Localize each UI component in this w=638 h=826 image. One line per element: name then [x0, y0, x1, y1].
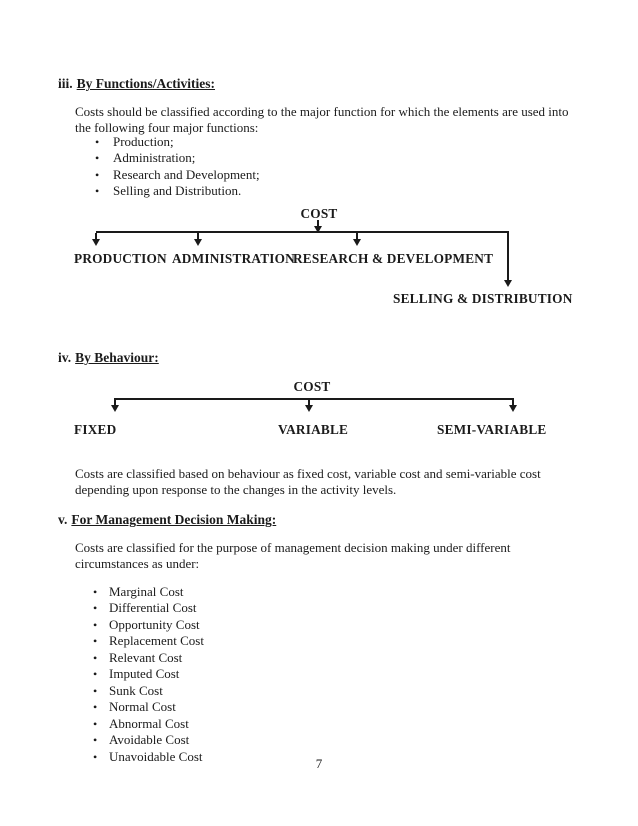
list-item: • Unavoidable Cost: [93, 749, 204, 765]
bullet-icon: •: [95, 167, 100, 182]
diagram1-branch-administration: ADMINISTRATION: [172, 251, 295, 266]
section-numeral-v: v.: [58, 512, 68, 527]
list-item-label: Avoidable Cost: [109, 732, 190, 748]
list-item: • Production;: [95, 134, 260, 150]
bullet-icon: •: [93, 617, 98, 632]
section-heading-behaviour: iv.By Behaviour:: [58, 350, 159, 366]
list-item-label: Marginal Cost: [109, 584, 184, 599]
list-item: • Relevant Cost: [93, 650, 204, 666]
page-number: 7: [315, 756, 323, 771]
list-item: • Differential Cost: [93, 600, 204, 616]
decision-bullet-list: • Marginal Cost • Differential Cost • Oppor…: [93, 584, 204, 765]
arrow-down-icon: [305, 405, 313, 412]
bullet-icon: •: [93, 585, 98, 599]
list-item-label: Imputed Cost: [109, 666, 180, 682]
list-item-label: Sunk Cost: [109, 682, 163, 698]
bullet-icon: •: [93, 650, 98, 665]
list-item-label: Relevant Cost: [109, 649, 183, 665]
bullet-icon: •: [95, 151, 100, 166]
bullet-icon: •: [93, 634, 98, 649]
paragraph-line: depending upon response to the changes i…: [75, 481, 397, 497]
list-item: • Sunk Cost: [93, 683, 204, 699]
bullet-icon: •: [93, 601, 98, 616]
list-item: • Abnormal Cost: [93, 716, 204, 732]
section-numeral-iv: iv.: [58, 350, 72, 365]
list-item: • Avoidable Cost: [93, 732, 204, 748]
diagram2-branch-line: [114, 398, 514, 400]
diagram2-connector: [114, 400, 116, 406]
list-item-label: Differential Cost: [109, 600, 197, 616]
arrow-down-icon: [504, 280, 512, 287]
bullet-icon: •: [93, 700, 98, 715]
diagram1-root-connector: [317, 220, 319, 227]
diagram2-branch-fixed: FIXED: [74, 422, 117, 437]
section-heading-decision: v.For Management Decision Making:: [58, 512, 276, 528]
list-item-label: Administration;: [113, 150, 196, 166]
diagram1-connector: [356, 233, 358, 240]
paragraph-line: Costs are classified based on behaviour …: [75, 466, 541, 481]
list-item: • Selling and Distribution.: [95, 183, 260, 199]
diagram1-branch-selling: SELLING & DISTRIBUTION: [393, 291, 573, 306]
list-item-label: Research and Development;: [113, 166, 260, 182]
list-item-label: Production;: [113, 134, 174, 149]
list-item-label: Unavoidable Cost: [109, 748, 203, 764]
diagram2-connector: [512, 400, 514, 406]
diagram1-connector: [197, 233, 199, 240]
list-item: • Research and Development;: [95, 167, 260, 183]
paragraph-line: circumstances as under:: [75, 555, 200, 571]
list-item-label: Opportunity Cost: [109, 616, 200, 632]
arrow-down-icon: [314, 226, 322, 233]
section-heading-functions: iii.By Functions/Activities:: [58, 76, 215, 92]
list-item: • Administration;: [95, 150, 260, 166]
list-item-label: Replacement Cost: [109, 633, 204, 649]
list-item-label: Normal Cost: [109, 699, 176, 715]
section-numeral-iii: iii.: [58, 76, 73, 91]
arrow-down-icon: [92, 239, 100, 246]
list-item: • Replacement Cost: [93, 633, 204, 649]
arrow-down-icon: [194, 239, 202, 246]
diagram2-branch-semivariable: SEMI-VARIABLE: [437, 422, 547, 437]
section-title-behaviour: By Behaviour:: [75, 350, 159, 365]
bullet-icon: •: [93, 683, 98, 698]
bullet-icon: •: [95, 135, 100, 149]
diagram1-connector-long: [507, 231, 509, 281]
arrow-down-icon: [353, 239, 361, 246]
diagram1-connector: [95, 233, 97, 240]
paragraph-line: the following four major functions:: [75, 119, 259, 135]
list-item: • Opportunity Cost: [93, 617, 204, 633]
paragraph-line: Costs are classified for the purpose of …: [75, 540, 511, 555]
list-item: • Imputed Cost: [93, 666, 204, 682]
arrow-down-icon: [509, 405, 517, 412]
diagram1-branch-research: RESEARCH & DEVELOPMENT: [293, 251, 494, 266]
section-title-functions: By Functions/Activities:: [76, 76, 216, 91]
section-title-decision: For Management Decision Making:: [71, 512, 277, 527]
diagram2-root-node: COST: [293, 379, 331, 394]
list-item: • Marginal Cost: [93, 584, 204, 600]
diagram1-root-node: COST: [300, 206, 338, 221]
diagram1-branch-line: [96, 231, 509, 233]
bullet-icon: •: [93, 667, 98, 682]
diagram2-branch-variable: VARIABLE: [278, 422, 349, 437]
functions-bullet-list: • Production; • Administration; • Research …: [95, 134, 260, 200]
bullet-icon: •: [95, 184, 100, 199]
list-item-label: Abnormal Cost: [109, 715, 189, 731]
bullet-icon: •: [93, 733, 98, 748]
paragraph-line: Costs should be classified according to …: [75, 104, 569, 119]
bullet-icon: •: [93, 716, 98, 731]
arrow-down-icon: [111, 405, 119, 412]
bullet-icon: •: [93, 749, 98, 764]
diagram1-branch-production: PRODUCTION: [74, 251, 167, 266]
list-item-label: Selling and Distribution.: [113, 183, 242, 199]
list-item: • Normal Cost: [93, 699, 204, 715]
diagram2-connector: [308, 400, 310, 406]
